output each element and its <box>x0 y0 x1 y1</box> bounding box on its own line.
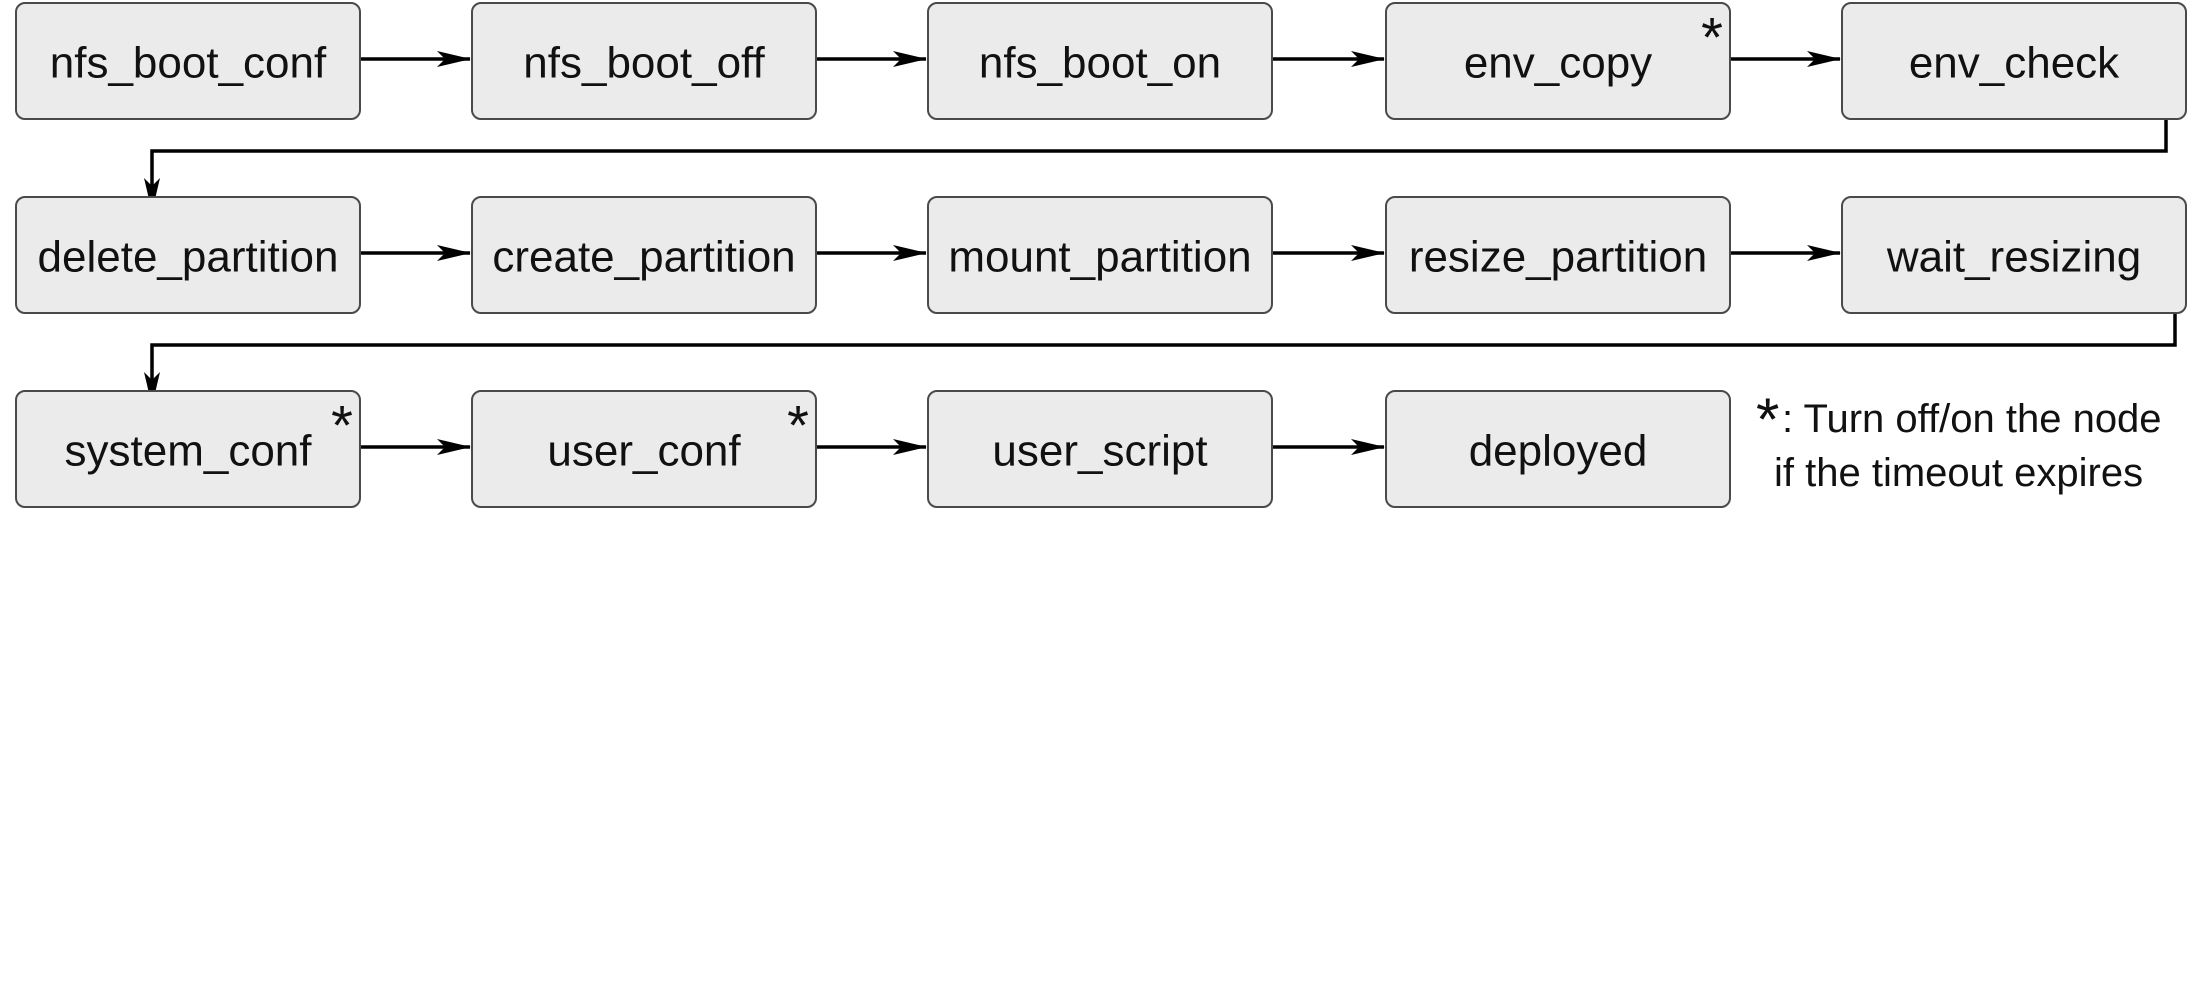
node-label: nfs_boot_on <box>979 39 1221 88</box>
node-resize-partition: resize_partition <box>1385 196 1731 314</box>
node-label: user_script <box>992 427 1207 476</box>
node-box <box>927 390 1273 508</box>
node-env-check: env_check <box>1841 2 2187 120</box>
timeout-asterisk-icon: * <box>331 394 353 457</box>
node-box <box>15 390 361 508</box>
note-asterisk: * <box>1756 386 1779 453</box>
node-box <box>1385 196 1731 314</box>
node-box <box>1385 390 1731 508</box>
node-label: mount_partition <box>948 233 1251 282</box>
node-label: system_conf <box>65 427 313 476</box>
node-box <box>15 196 361 314</box>
node-label: create_partition <box>492 233 795 282</box>
node-label: env_copy <box>1464 39 1652 88</box>
node-box <box>471 196 817 314</box>
node-mount-partition: mount_partition <box>927 196 1273 314</box>
node-env-copy: env_copy * <box>1385 2 1731 120</box>
nodes-layer: nfs_boot_conf nfs_boot_off nfs_boot_on env_… <box>15 2 2187 508</box>
note-line-2: if the timeout expires <box>1774 451 2143 495</box>
node-box <box>1841 2 2187 120</box>
edge-env-check-to-delete-partition <box>144 119 2168 212</box>
node-box <box>927 2 1273 120</box>
node-user-conf: user_conf * <box>471 390 817 508</box>
node-label: user_conf <box>547 427 741 476</box>
node-box <box>471 2 817 120</box>
edges-layer <box>144 51 2177 455</box>
node-user-script: user_script <box>927 390 1273 508</box>
node-box <box>471 390 817 508</box>
node-box <box>927 196 1273 314</box>
node-delete-partition: delete_partition <box>15 196 361 314</box>
node-label: delete_partition <box>38 233 339 282</box>
timeout-asterisk-icon: * <box>787 394 809 457</box>
node-system-conf: system_conf * <box>15 390 361 508</box>
timeout-note: * : Turn off/on the node if the timeout … <box>1756 386 2162 495</box>
note-line-1: : Turn off/on the node <box>1782 397 2162 441</box>
node-label: deployed <box>1469 427 1648 476</box>
edge-wait-resizing-to-system-conf <box>144 313 2177 406</box>
node-deployed: deployed <box>1385 390 1731 508</box>
node-box <box>15 2 361 120</box>
node-box <box>1841 196 2187 314</box>
node-box <box>1385 2 1731 120</box>
node-nfs-boot-on: nfs_boot_on <box>927 2 1273 120</box>
timeout-asterisk-icon: * <box>1701 6 1723 69</box>
node-label: nfs_boot_conf <box>50 39 327 88</box>
node-label: resize_partition <box>1409 233 1707 282</box>
node-label: wait_resizing <box>1886 233 2141 282</box>
node-wait-resizing: wait_resizing <box>1841 196 2187 314</box>
node-nfs-boot-off: nfs_boot_off <box>471 2 817 120</box>
node-nfs-boot-conf: nfs_boot_conf <box>15 2 361 120</box>
node-label: env_check <box>1909 39 2120 88</box>
node-create-partition: create_partition <box>471 196 817 314</box>
node-label: nfs_boot_off <box>523 39 765 88</box>
